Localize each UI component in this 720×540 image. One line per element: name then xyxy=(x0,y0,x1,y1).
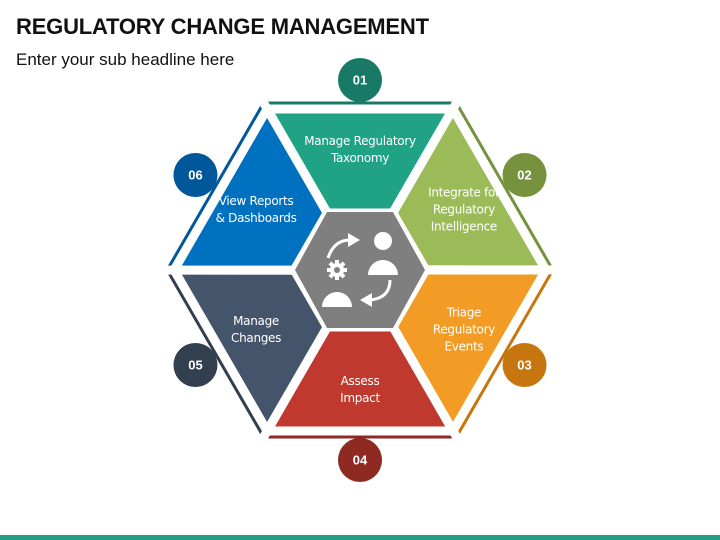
step-number-badge xyxy=(338,438,382,482)
step-segment-06 xyxy=(155,92,332,275)
step-number: 03 xyxy=(517,357,532,373)
step-number: 01 xyxy=(352,72,368,88)
step-label-line: Manage xyxy=(233,314,279,328)
arrow-left-icon xyxy=(369,279,392,302)
step-label-line: Manage Regulatory xyxy=(304,134,416,148)
step-number-badge xyxy=(173,153,218,197)
step-label-line: Changes xyxy=(231,331,282,345)
step-number-badge xyxy=(338,58,382,102)
step-label-line: Impact xyxy=(340,391,380,405)
step-number: 06 xyxy=(188,167,203,183)
step-number-badge xyxy=(502,343,547,387)
step-label-line: & Dashboards xyxy=(215,211,297,225)
step-label-line: View Reports xyxy=(218,194,294,208)
slide-title: REGULATORY CHANGE MANAGEMENT xyxy=(16,14,429,39)
people-exchange-gear-icon xyxy=(322,232,398,307)
step-number: 04 xyxy=(352,452,368,468)
step-label-line: Assess xyxy=(340,374,380,388)
bottom-accent-bar xyxy=(0,535,720,540)
step-number-badge xyxy=(502,153,547,197)
step-label-line: Regulatory xyxy=(432,322,496,337)
step-segment-02 xyxy=(388,92,565,275)
step-label-line: Intelligence xyxy=(430,219,498,234)
step-number: 05 xyxy=(188,357,203,373)
slide-subtitle: Enter your sub headline here xyxy=(16,50,235,69)
arrow-right-icon xyxy=(326,238,351,259)
step-label-line: Taxonomy xyxy=(330,151,390,165)
step-label: View Reports & Dashboards xyxy=(196,193,316,227)
step-label-line: Triage xyxy=(446,305,482,320)
step-label-line: Events xyxy=(444,339,484,354)
step-label-line: Regulatory xyxy=(432,202,496,217)
step-label-line: Integrate for xyxy=(428,185,500,200)
step-number-badge xyxy=(173,343,218,387)
step-number: 02 xyxy=(517,167,532,183)
center-hexagon xyxy=(295,212,425,328)
gear-icon xyxy=(327,260,347,280)
